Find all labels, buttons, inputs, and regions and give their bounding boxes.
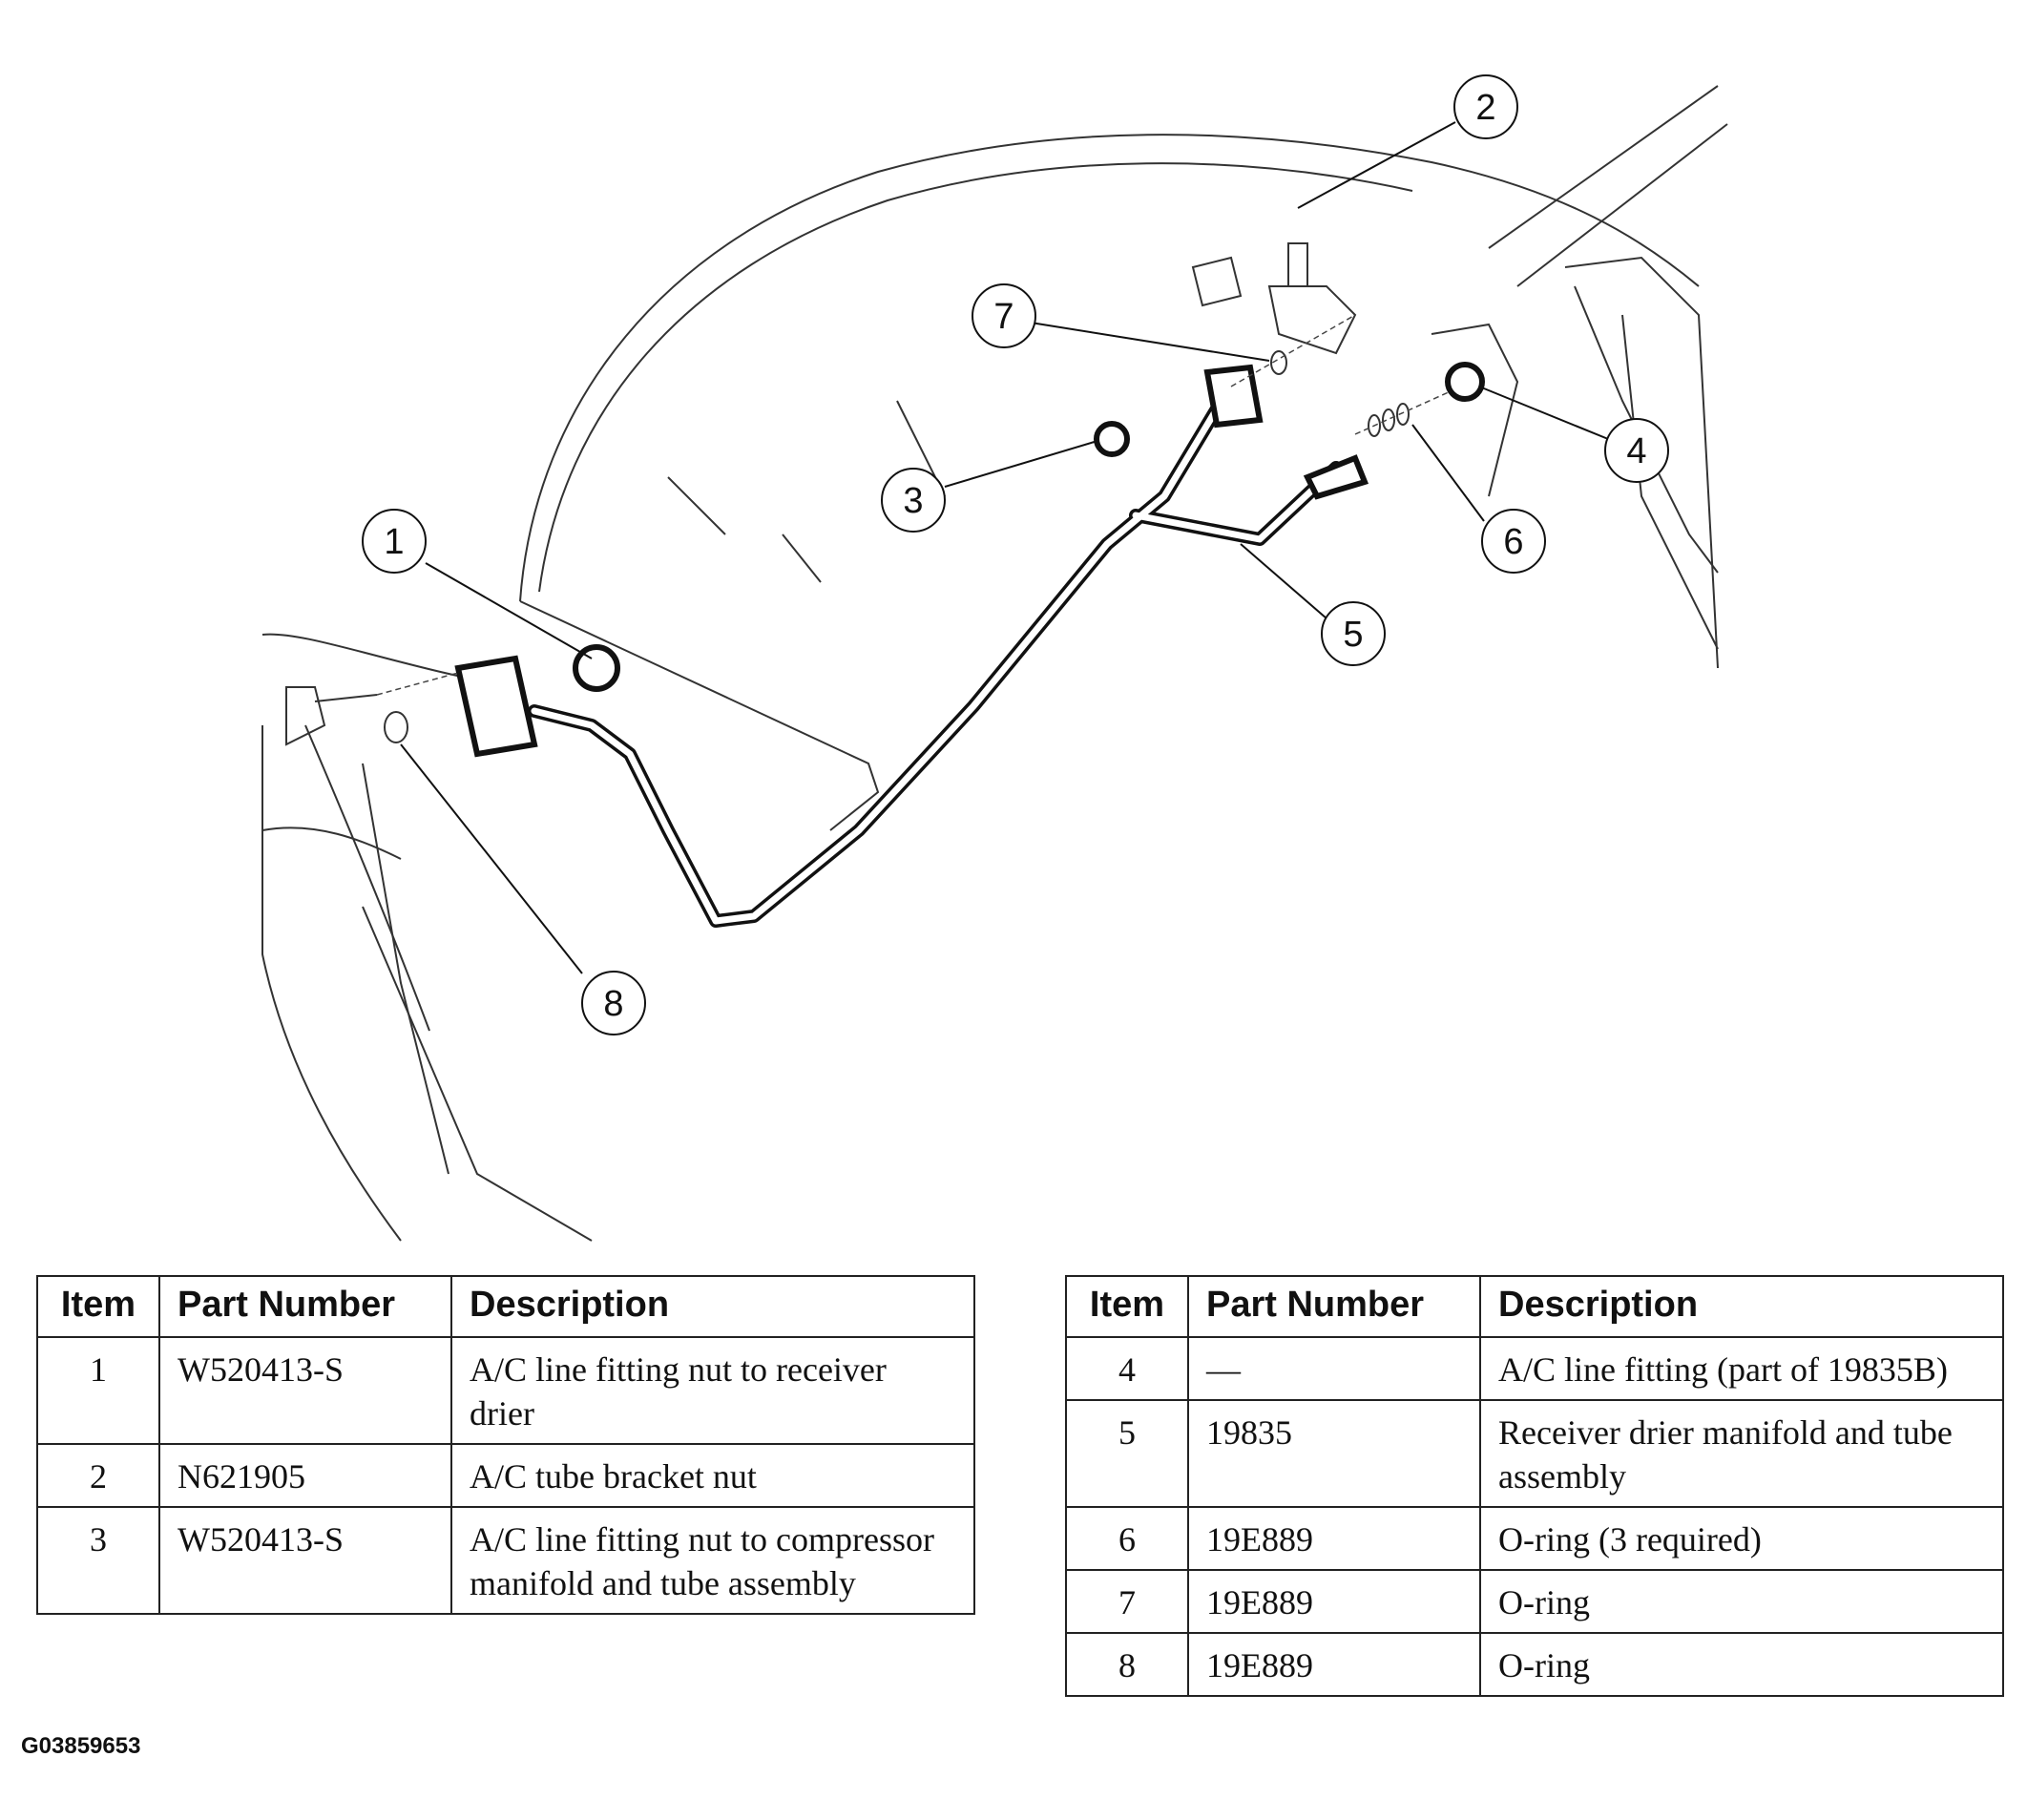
o-ring-item-8 — [384, 711, 408, 743]
table-row: 7 19E889 O-ring — [1065, 1569, 2004, 1634]
callout-2: 2 — [1453, 74, 1518, 139]
table-row: 4 — A/C line fitting (part of 19835B) — [1065, 1336, 2004, 1401]
table-row: 3 W520413-S A/C line fitting nut to comp… — [36, 1506, 975, 1615]
callout-1: 1 — [362, 509, 427, 574]
leader-line-8 — [400, 743, 583, 974]
header-description: Description — [1479, 1275, 2004, 1338]
compressor-fitting-nut — [1094, 421, 1130, 457]
callout-3: 3 — [881, 468, 946, 533]
svg-text:1: 1 — [384, 522, 404, 562]
svg-text:3: 3 — [903, 481, 923, 521]
row-item: 3 — [36, 1506, 160, 1615]
row-description: A/C line fitting nut to compressor manif… — [450, 1506, 975, 1615]
svg-text:4: 4 — [1626, 431, 1646, 471]
parts-table-right: Item Part Number Description 4 — A/C lin… — [1065, 1275, 2004, 1697]
table-row: 5 19835 Receiver drier manifold and tube… — [1065, 1399, 2004, 1508]
row-part-number: — — [1187, 1336, 1481, 1401]
table-header-row: Item Part Number Description — [36, 1275, 975, 1338]
row-part-number: 19835 — [1187, 1399, 1481, 1508]
row-item: 2 — [36, 1443, 160, 1508]
leader-line-7 — [1030, 322, 1270, 362]
fender-inner-outline — [538, 162, 1413, 593]
table-header-row: Item Part Number Description — [1065, 1275, 2004, 1338]
table-row: 6 19E889 O-ring (3 required) — [1065, 1506, 2004, 1571]
frame-rail — [1488, 85, 1728, 287]
o-ring-item-6c — [1396, 403, 1410, 426]
table-row: 2 N621905 A/C tube bracket nut — [36, 1443, 975, 1508]
ac-line-fitting-block-left — [454, 655, 538, 758]
row-part-number: W520413-S — [158, 1336, 452, 1445]
row-description: A/C tube bracket nut — [450, 1443, 975, 1508]
row-description: O-ring — [1479, 1569, 2004, 1634]
header-description: Description — [450, 1275, 975, 1338]
receiver-drier-body — [261, 724, 593, 1242]
header-item: Item — [36, 1275, 160, 1338]
bracket — [1267, 285, 1357, 355]
table-row: 1 W520413-S A/C line fitting nut to rece… — [36, 1336, 975, 1445]
leader-line-5 — [1240, 543, 1327, 619]
fender-lower-edge — [519, 600, 880, 831]
row-item: 6 — [1065, 1506, 1189, 1571]
leader-line-1 — [425, 562, 593, 659]
callout-6: 6 — [1481, 509, 1546, 574]
row-part-number: W520413-S — [158, 1506, 452, 1615]
table-row: 8 19E889 O-ring — [1065, 1632, 2004, 1697]
o-ring-item-6a — [1368, 414, 1381, 437]
header-part-number: Part Number — [1187, 1275, 1481, 1338]
ac-tube-main — [528, 394, 1228, 928]
svg-text:2: 2 — [1475, 88, 1495, 128]
header-part-number: Part Number — [158, 1275, 452, 1338]
leader-line-2 — [1297, 121, 1456, 209]
branch-end-fitting — [1303, 454, 1369, 500]
parts-table-left: Item Part Number Description 1 W520413-S… — [36, 1275, 975, 1615]
row-description: A/C line fitting (part of 19835B) — [1479, 1336, 2004, 1401]
row-description: O-ring (3 required) — [1479, 1506, 2004, 1571]
callout-8: 8 — [581, 971, 646, 1036]
svg-text:8: 8 — [603, 984, 623, 1024]
row-description: A/C line fitting nut to receiver drier — [450, 1336, 975, 1445]
row-part-number: 19E889 — [1187, 1506, 1481, 1571]
row-part-number: N621905 — [158, 1443, 452, 1508]
ac-line-fitting-item-4 — [1445, 362, 1485, 402]
header-item: Item — [1065, 1275, 1189, 1338]
ac-line-fitting-block-right — [1203, 364, 1264, 429]
o-ring-item-7 — [1270, 350, 1287, 375]
row-item: 4 — [1065, 1336, 1189, 1401]
svg-text:7: 7 — [993, 297, 1014, 337]
receiver-fitting-nut — [573, 644, 620, 692]
row-item: 1 — [36, 1336, 160, 1445]
row-description: Receiver drier manifold and tube assembl… — [1479, 1399, 2004, 1508]
figure-code: G03859653 — [21, 1733, 141, 1759]
row-part-number: 19E889 — [1187, 1569, 1481, 1634]
row-item: 8 — [1065, 1632, 1189, 1697]
leader-line-4 — [1478, 386, 1614, 442]
leader-line-6 — [1411, 424, 1485, 522]
leader-line-3 — [944, 440, 1098, 488]
svg-text:6: 6 — [1503, 522, 1523, 562]
callout-4: 4 — [1604, 418, 1669, 483]
o-ring-item-6b — [1382, 408, 1395, 431]
callout-5: 5 — [1321, 601, 1386, 666]
exploded-view-diagram: 1 2 3 4 5 6 7 8 — [261, 74, 1728, 1242]
svg-text:5: 5 — [1343, 615, 1363, 655]
row-part-number: 19E889 — [1187, 1632, 1481, 1697]
row-description: O-ring — [1479, 1632, 2004, 1697]
callout-7: 7 — [972, 283, 1036, 348]
row-item: 7 — [1065, 1569, 1189, 1634]
row-item: 5 — [1065, 1399, 1189, 1508]
